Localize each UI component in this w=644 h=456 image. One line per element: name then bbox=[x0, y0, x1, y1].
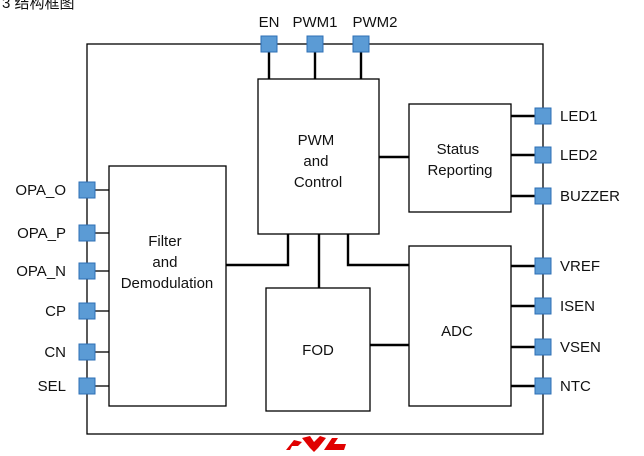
pin-label-pwm1: PWM1 bbox=[293, 14, 338, 31]
pin-label-opa-p: OPA_P bbox=[17, 225, 66, 242]
filter-demodulation-block bbox=[108, 165, 227, 407]
pin-label-cp: CP bbox=[45, 303, 66, 320]
pin-en bbox=[260, 35, 278, 53]
pin-label-en: EN bbox=[259, 14, 280, 31]
pin-sel bbox=[78, 377, 96, 395]
status-reporting-label: Status Reporting bbox=[427, 141, 492, 179]
top-pins bbox=[260, 35, 370, 53]
pin-opa-o bbox=[78, 181, 96, 199]
pin-label-vref: VREF bbox=[560, 258, 600, 275]
pin-label-opa-o: OPA_O bbox=[15, 182, 66, 199]
pin-led2 bbox=[534, 146, 552, 164]
pin-pwm1 bbox=[306, 35, 324, 53]
pin-cp bbox=[78, 302, 96, 320]
pin-vsen bbox=[534, 338, 552, 356]
status-reporting-block bbox=[408, 103, 512, 213]
pin-opa-p bbox=[78, 224, 96, 242]
pin-vref bbox=[534, 257, 552, 275]
pwm-control-block bbox=[257, 78, 380, 235]
pin-label-pwm2: PWM2 bbox=[353, 14, 398, 31]
pin-label-opa-n: OPA_N bbox=[16, 263, 66, 280]
adc-label: ADC bbox=[441, 323, 473, 340]
pin-label-isen: ISEN bbox=[560, 298, 595, 315]
pwm-control-label: PWM and Control bbox=[294, 132, 342, 191]
pin-cn bbox=[78, 343, 96, 361]
pin-led1 bbox=[534, 107, 552, 125]
stamp-mark bbox=[286, 436, 346, 452]
pin-pwm2 bbox=[352, 35, 370, 53]
pin-ntc bbox=[534, 377, 552, 395]
pin-label-vsen: VSEN bbox=[560, 339, 601, 356]
right-pins bbox=[534, 107, 552, 395]
pin-buzzer bbox=[534, 187, 552, 205]
fod-block bbox=[265, 287, 371, 412]
adc-block bbox=[408, 245, 512, 407]
pin-label-buzzer: BUZZER bbox=[560, 188, 620, 205]
pin-label-led1: LED1 bbox=[560, 108, 598, 125]
diagram-heading: 3 结构框图 bbox=[2, 0, 75, 12]
left-pins bbox=[78, 181, 96, 395]
filter-demodulation-label: Filter and Demodulation bbox=[121, 233, 214, 292]
pin-label-sel: SEL bbox=[38, 378, 66, 395]
pin-label-cn: CN bbox=[44, 344, 66, 361]
pin-isen bbox=[534, 297, 552, 315]
left-pin-connections bbox=[95, 189, 109, 387]
pin-opa-n bbox=[78, 262, 96, 280]
fod-label: FOD bbox=[302, 342, 334, 359]
pin-label-led2: LED2 bbox=[560, 147, 598, 164]
pin-label-ntc: NTC bbox=[560, 378, 591, 395]
